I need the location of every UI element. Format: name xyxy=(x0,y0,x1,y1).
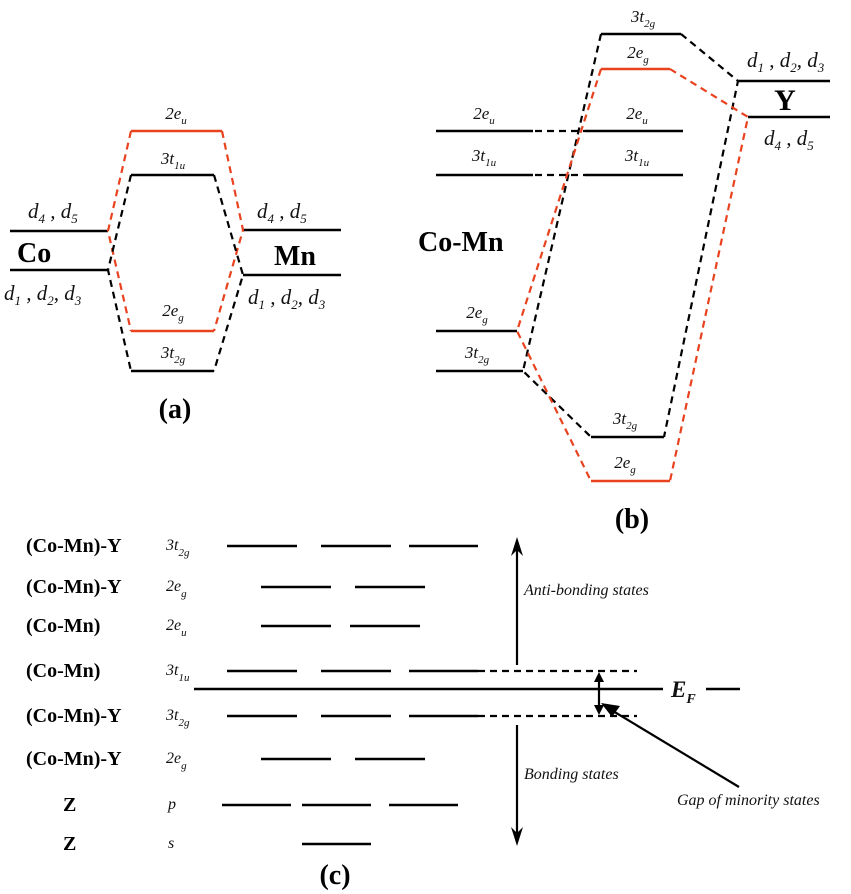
c-row: (Co-Mn)-Y 2eg xyxy=(26,576,425,600)
c-row-group-label: (Co-Mn) xyxy=(26,615,100,637)
panel-b-caption: (b) xyxy=(615,504,649,535)
b-bottom-3t2g-label: 3t2g xyxy=(612,409,638,432)
co-mn-label: Co-Mn xyxy=(418,227,504,258)
gap-of-minority-label: Gap of minority states xyxy=(677,792,820,809)
c-row-orbital-label: 3t1u xyxy=(165,662,190,684)
b-left-3t2g-label: 3t2g xyxy=(464,343,490,366)
c-row-group-label: (Co-Mn)-Y xyxy=(26,535,122,557)
c-row-orbital-label: 2eu xyxy=(166,617,187,639)
c-row-group-label: (Co-Mn)-Y xyxy=(26,576,122,598)
a-red-right-connector xyxy=(212,130,245,332)
co-atom-label: Co xyxy=(17,238,51,269)
a-2eu-label: 2eu xyxy=(165,104,187,127)
mn-d45-label: d4 , d5 xyxy=(257,199,307,226)
bonding-arrow-head xyxy=(511,827,523,846)
c-row-group-label: Z xyxy=(63,833,76,855)
c-row-group-label: (Co-Mn)-Y xyxy=(26,705,122,727)
b-mid-3t1u-label: 3t1u xyxy=(624,146,650,169)
panel-c-caption: (c) xyxy=(319,860,350,891)
a-black-right-connector xyxy=(212,174,245,372)
b-black-left-connector xyxy=(521,33,603,438)
b-red-right-connector xyxy=(668,68,750,482)
a-3t2g-label: 3t2g xyxy=(160,343,186,366)
mn-d123-label: d1 , d2, d3 xyxy=(248,285,326,312)
mn-atom-label: Mn xyxy=(274,241,316,272)
c-row-orbital-label: 3t2g xyxy=(165,707,190,729)
gap-arrow-down-head xyxy=(594,705,604,715)
y-d123-label: d1 , d2, d3 xyxy=(747,48,825,75)
c-row: (Co-Mn) 3t1u xyxy=(26,660,478,684)
b-red-left-connector xyxy=(515,68,603,482)
c-row-orbital-label: 3t2g xyxy=(165,537,190,559)
c-row-orbital-label: p xyxy=(167,796,176,813)
a-black-left-connector xyxy=(106,174,133,372)
gap-pointer-line xyxy=(607,707,740,788)
c-row: (Co-Mn) 2eu xyxy=(26,615,420,639)
c-row: (Co-Mn)-Y 3t2g xyxy=(26,705,478,729)
antibonding-label: Anti-bonding states xyxy=(523,582,649,599)
b-bottom-2eg-label: 2eg xyxy=(614,453,636,476)
panel-a: 2eu 3t1u 2eg 3t2g d4 , d5 d1 , d2, d3 d4… xyxy=(4,104,341,425)
b-left-2eu-label: 2eu xyxy=(473,104,495,127)
c-row-group-label: (Co-Mn)-Y xyxy=(26,748,122,770)
b-top-3t2g-label: 3t2g xyxy=(630,7,656,30)
co-d123-label: d1 , d2, d3 xyxy=(4,281,82,308)
antibonding-arrow-head xyxy=(511,537,523,556)
a-red-left-connector xyxy=(106,130,133,332)
co-d45-label: d4 , d5 xyxy=(28,199,78,226)
y-atom-label: Y xyxy=(774,84,796,117)
b-top-2eg-label: 2eg xyxy=(627,43,649,66)
a-2eg-label: 2eg xyxy=(162,301,184,324)
b-black-right-connector xyxy=(662,33,740,438)
c-row-orbital-label: 2eg xyxy=(166,578,187,600)
c-row-orbital-label: 2eg xyxy=(166,750,187,772)
c-row: (Co-Mn)-Y 2eg xyxy=(26,748,425,772)
b-left-3t1u-label: 3t1u xyxy=(471,146,497,169)
c-row: (Co-Mn)-Y 3t2g xyxy=(26,535,478,559)
gap-arrow-up-head xyxy=(594,672,604,682)
gap-pointer-head xyxy=(601,703,620,717)
b-mid-2eu-label: 2eu xyxy=(626,104,648,127)
y-d45-label: d4 , d5 xyxy=(764,126,814,153)
c-row-group-label: Z xyxy=(63,794,76,816)
a-3t1u-label: 3t1u xyxy=(160,149,186,172)
bonding-label: Bonding states xyxy=(524,766,619,783)
panel-b: 3t2g 2eg 2eu 2eu 3t1u 3t1u 2eg 3t2g 3t2g… xyxy=(418,7,830,535)
fermi-label: EF xyxy=(670,677,696,707)
b-left-2eg-label: 2eg xyxy=(466,303,488,326)
c-row-orbital-label: s xyxy=(168,835,174,852)
panel-a-caption: (a) xyxy=(159,394,192,425)
c-row-group-label: (Co-Mn) xyxy=(26,660,100,682)
